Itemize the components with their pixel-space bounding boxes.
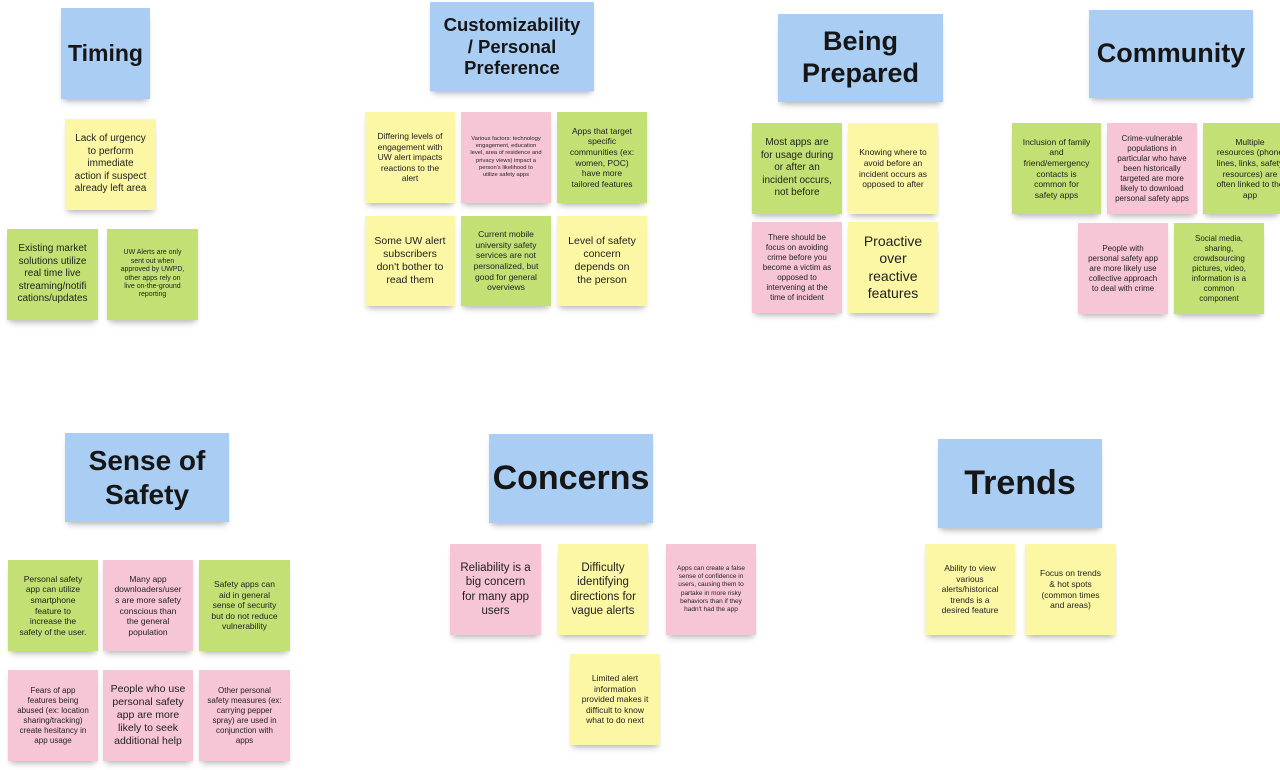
note-personal-safety-app[interactable]: Personal safety app can utilize smartpho… — [8, 560, 98, 651]
note-text: Focus on trends & hot spots (common time… — [1040, 568, 1101, 611]
header-being-prepared-label: Being Prepared — [801, 26, 920, 88]
note-text: Lack of urgency to perform immediate act… — [74, 133, 147, 195]
header-sense-of-safety-label: Sense of Safety — [88, 445, 206, 510]
note-text: People with personal safety app are more… — [1088, 243, 1158, 293]
note-current-mobile[interactable]: Current mobile university safety service… — [461, 216, 551, 306]
note-apps-target-communities[interactable]: Apps that target specific communities (e… — [557, 112, 647, 203]
header-trends-label: Trends — [964, 464, 1076, 503]
note-false-sense[interactable]: Apps can create a false sense of confide… — [666, 544, 756, 635]
note-text: Various factors: technology engagement, … — [470, 136, 542, 178]
header-community[interactable]: Community — [1089, 10, 1253, 98]
header-timing[interactable]: Timing — [61, 8, 150, 99]
note-level-of-safety[interactable]: Level of safety concern depends on the p… — [557, 216, 647, 306]
note-fears-of-app[interactable]: Fears of app features being abused (ex: … — [8, 670, 98, 761]
note-text: Fears of app features being abused (ex: … — [17, 685, 89, 745]
note-text: Difficulty identifying directions for va… — [570, 561, 636, 617]
note-social-media[interactable]: Social media, sharing, crowdsourcing pic… — [1174, 223, 1264, 314]
note-proactive[interactable]: Proactive over reactive features — [848, 222, 938, 313]
note-text: People who use personal safety app are m… — [110, 682, 186, 748]
note-other-measures[interactable]: Other personal safety measures (ex: carr… — [199, 670, 290, 761]
note-lack-of-urgency[interactable]: Lack of urgency to perform immediate act… — [65, 119, 156, 210]
note-limited-alert[interactable]: Limited alert information provided makes… — [570, 654, 660, 745]
note-some-uw-alert[interactable]: Some UW alert subscribers don't bother t… — [365, 216, 455, 306]
header-concerns-label: Concerns — [492, 459, 650, 498]
note-text: Multiple resources (phone lines, links, … — [1216, 136, 1280, 200]
note-text: Apps can create a false sense of confide… — [677, 565, 745, 613]
note-inclusion-family[interactable]: Inclusion of family and friend/emergency… — [1012, 123, 1101, 214]
note-most-apps[interactable]: Most apps are for usage during or after … — [752, 123, 842, 214]
note-text: Personal safety app can utilize smartpho… — [19, 573, 87, 637]
note-text: Proactive over reactive features — [863, 232, 923, 302]
note-people-with-app[interactable]: People with personal safety app are more… — [1078, 223, 1168, 314]
note-focus-avoiding[interactable]: There should be focus on avoiding crime … — [752, 222, 842, 313]
header-concerns[interactable]: Concerns — [489, 434, 653, 523]
header-trends[interactable]: Trends — [938, 439, 1102, 528]
note-text: Level of safety concern depends on the p… — [568, 234, 636, 287]
note-differing-levels[interactable]: Differing levels of engagement with UW a… — [365, 112, 455, 203]
note-reliability[interactable]: Reliability is a big concern for many ap… — [450, 544, 541, 635]
note-multiple-resources[interactable]: Multiple resources (phone lines, links, … — [1203, 123, 1280, 214]
note-text: Inclusion of family and friend/emergency… — [1022, 136, 1091, 200]
header-customizability-label: Customizability / Personal Preference — [443, 13, 581, 79]
note-many-app-downloaders[interactable]: Many app downloaders/user s are more saf… — [103, 560, 193, 651]
note-difficulty[interactable]: Difficulty identifying directions for va… — [558, 544, 648, 635]
note-text: Many app downloaders/user s are more saf… — [114, 573, 182, 637]
note-text: Safety apps can aid in general sense of … — [211, 578, 278, 632]
note-text: Limited alert information provided makes… — [581, 672, 649, 726]
note-uw-alerts-approved[interactable]: UW Alerts are only sent out when approve… — [107, 229, 198, 320]
note-text: Most apps are for usage during or after … — [760, 137, 834, 199]
note-ability-view[interactable]: Ability to view various alerts/historica… — [925, 544, 1015, 635]
note-people-who-use[interactable]: People who use personal safety app are m… — [103, 670, 193, 761]
note-text: Differing levels of engagement with UW a… — [377, 130, 443, 184]
note-knowing-where[interactable]: Knowing where to avoid before an inciden… — [848, 123, 938, 214]
note-text: UW Alerts are only sent out when approve… — [120, 249, 185, 299]
note-text: Reliability is a big concern for many ap… — [460, 561, 531, 617]
note-text: Social media, sharing, crowdsourcing pic… — [1191, 233, 1247, 303]
header-customizability[interactable]: Customizability / Personal Preference — [430, 2, 594, 91]
note-various-factors[interactable]: Various factors: technology engagement, … — [461, 112, 551, 203]
header-being-prepared[interactable]: Being Prepared — [778, 14, 943, 102]
note-text: Apps that target specific communities (e… — [569, 125, 635, 189]
note-text: Knowing where to avoid before an inciden… — [858, 147, 928, 190]
note-existing-market[interactable]: Existing market solutions utilize real t… — [7, 229, 98, 320]
note-crime-vulnerable[interactable]: Crime-vulnerable populations in particul… — [1107, 123, 1197, 214]
note-text: There should be focus on avoiding crime … — [762, 232, 832, 302]
note-text: Ability to view various alerts/historica… — [941, 562, 999, 616]
note-text: Current mobile university safety service… — [473, 229, 539, 293]
header-timing-label: Timing — [68, 39, 143, 66]
note-safety-apps-aid[interactable]: Safety apps can aid in general sense of … — [199, 560, 290, 651]
note-text: Crime-vulnerable populations in particul… — [1115, 133, 1189, 203]
note-text: Existing market solutions utilize real t… — [17, 243, 88, 305]
header-sense-of-safety[interactable]: Sense of Safety — [65, 433, 229, 522]
note-text: Some UW alert subscribers don't bother t… — [374, 234, 446, 287]
header-community-label: Community — [1096, 38, 1246, 69]
note-focus-trends[interactable]: Focus on trends & hot spots (common time… — [1025, 544, 1116, 635]
note-text: Other personal safety measures (ex: carr… — [207, 685, 282, 745]
